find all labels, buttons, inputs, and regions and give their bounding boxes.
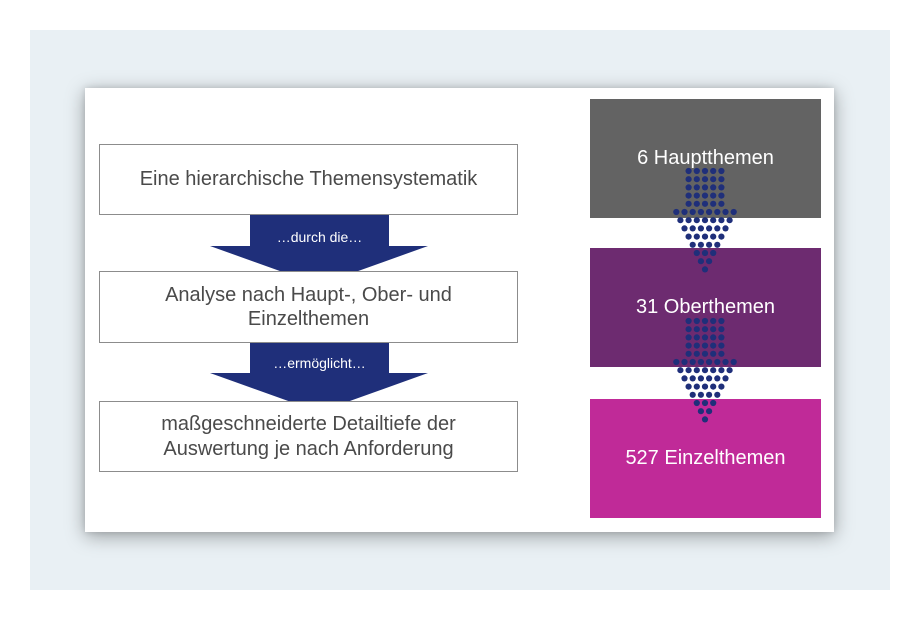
analysis-box: Analyse nach Haupt-, Ober- und Einzelthe… — [99, 271, 518, 343]
analysis-box-text: Analyse nach Haupt-, Ober- und Einzelthe… — [165, 283, 452, 330]
hierarchy-box-text: Eine hierarchische Themensystematik — [139, 168, 478, 191]
level-box-oberthemen: 31 Oberthemen — [590, 248, 821, 367]
level-label: 527 Einzelthemen — [625, 447, 786, 469]
level-label: 31 Oberthemen — [636, 296, 775, 318]
level-box-einzelthemen: 527 Einzelthemen — [590, 399, 821, 518]
level-box-hauptthemen: 6 Hauptthemen — [590, 99, 821, 218]
hierarchy-box: Eine hierarchische Themensystematik — [99, 144, 518, 215]
arrow-2-label: …ermöglicht… — [273, 355, 366, 371]
arrow-1-label: …durch die… — [276, 229, 363, 245]
detail-depth-box-text: maßgeschneiderte Detailtiefe der Auswert… — [161, 413, 456, 460]
detail-depth-box: maßgeschneiderte Detailtiefe der Auswert… — [99, 401, 518, 472]
level-label: 6 Hauptthemen — [637, 147, 774, 169]
